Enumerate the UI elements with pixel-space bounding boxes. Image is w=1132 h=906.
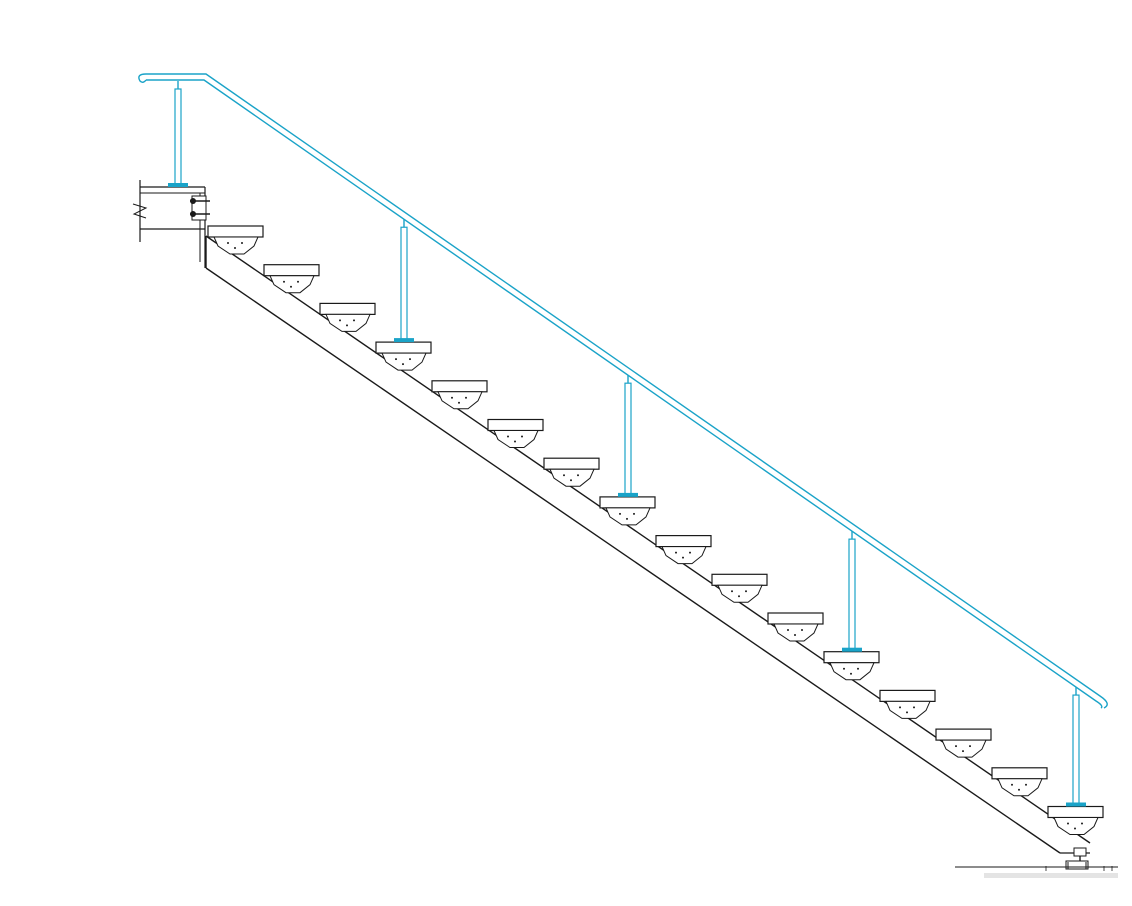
handrail-post [1066, 687, 1086, 807]
top-connection-bracket [190, 195, 210, 221]
bolt-icon [353, 319, 355, 322]
bolt-icon [1067, 822, 1069, 825]
handrail [138, 73, 1108, 709]
bolt-icon [962, 750, 964, 753]
bolt-icon [241, 242, 243, 244]
handrail-post [168, 81, 188, 187]
bolt-icon [794, 634, 796, 636]
bolt-icon [458, 401, 460, 404]
bolt-icon [1081, 822, 1083, 825]
bolt-icon [682, 556, 684, 559]
handrail-end-return [138, 73, 147, 83]
stair-tread [207, 225, 264, 255]
bolt-icon [619, 512, 621, 515]
bolt-icon [787, 629, 789, 631]
bolt-icon [563, 474, 565, 477]
bolt-icon [346, 324, 348, 327]
bolt-icon [633, 512, 635, 515]
handrail-post [618, 375, 638, 497]
bolt-icon [857, 667, 859, 670]
bolt-icon [626, 517, 628, 520]
bolt-icon [402, 363, 404, 366]
stair-tread [823, 651, 880, 681]
bolt-icon [906, 711, 908, 714]
break-line [132, 203, 148, 219]
bolt-icon [850, 672, 852, 675]
bolt-icon [899, 706, 901, 709]
bolt-icon [507, 435, 509, 438]
bolt-icon [234, 247, 236, 249]
bolt-icon [227, 242, 229, 244]
stair-tread [935, 728, 992, 758]
bolt-icon [801, 629, 803, 631]
bolt-icon [409, 358, 411, 361]
bolt-icon [290, 285, 292, 288]
bolt-icon [969, 745, 971, 748]
upper-landing-slab [132, 180, 206, 268]
bolt-icon [731, 590, 733, 593]
bolt-icon [1025, 783, 1027, 786]
bolt-icon [745, 590, 747, 593]
bolt-icon [913, 706, 915, 709]
stair-tread [1047, 805, 1104, 835]
bolt-icon [738, 595, 740, 598]
stair-tread [487, 418, 544, 448]
bolt-icon [675, 551, 677, 554]
handrail-posts [168, 81, 1086, 807]
bolt-icon [521, 435, 523, 438]
stair-tread [263, 264, 320, 294]
stair-tread [599, 496, 656, 526]
bolt-icon [689, 551, 691, 554]
bolt-icon [395, 358, 397, 361]
bolt-icon [514, 440, 516, 443]
stair-tread [543, 457, 600, 487]
stair-tread [767, 612, 824, 642]
bolt-icon [339, 319, 341, 322]
bottom-support [1065, 847, 1089, 870]
stair-tread [655, 534, 712, 565]
bolt-icon [1018, 788, 1020, 791]
stair-treads [207, 225, 1104, 835]
stair-tread [879, 689, 936, 719]
handrail-post [842, 531, 862, 652]
bolt-icon [297, 280, 299, 283]
bolt-icon [1011, 783, 1013, 786]
stair-tread [711, 573, 768, 603]
bolt-icon [577, 474, 579, 477]
bolt-icon [955, 745, 957, 748]
bolt-icon [1074, 827, 1076, 830]
bolt-icon [843, 667, 845, 670]
stair-tread [991, 767, 1048, 797]
stair-tread [375, 341, 432, 371]
bolt-icon [570, 479, 572, 482]
handrail-post [394, 219, 414, 343]
bolt-icon [283, 280, 285, 283]
bolt-icon [465, 396, 467, 399]
ground-floor-line [955, 866, 1118, 878]
stair-tread [319, 302, 376, 332]
bolt-icon [451, 396, 453, 399]
stair-tread [431, 380, 488, 410]
